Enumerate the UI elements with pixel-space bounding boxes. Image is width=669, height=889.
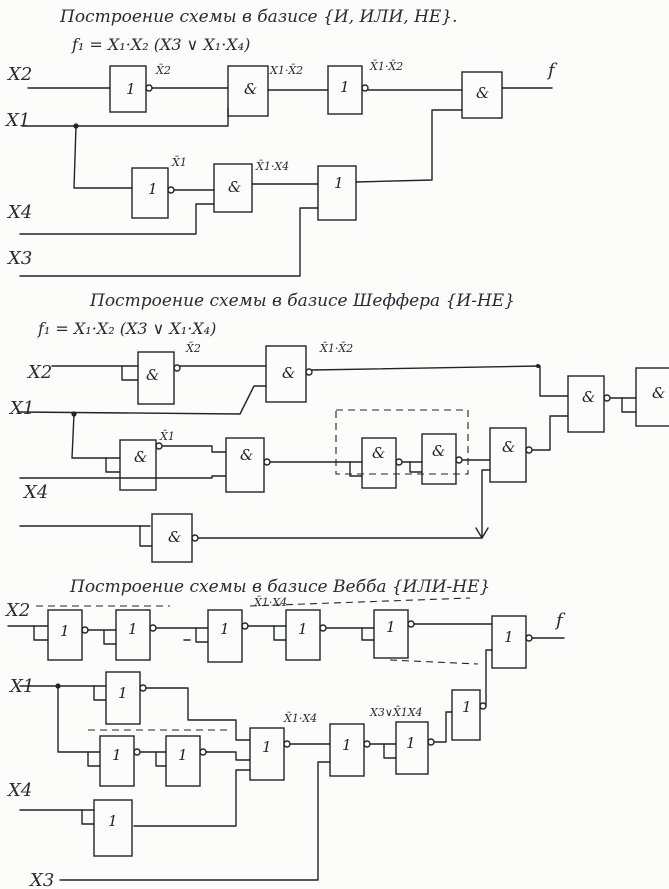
s1-label-not-x1: X̄1: [171, 156, 187, 169]
svg-text:&: &: [282, 364, 295, 382]
svg-text:&: &: [168, 528, 181, 546]
svg-text:1: 1: [128, 620, 138, 638]
s2-input-label-x2: X2: [26, 362, 52, 383]
s3-nor-5: 1: [373, 609, 415, 659]
s2-nand-x4: &: [151, 513, 199, 563]
s3-nor-7: 1: [165, 735, 207, 787]
svg-text:&: &: [146, 366, 159, 384]
s3-nor-2: 1: [115, 609, 157, 661]
svg-text:&: &: [502, 438, 515, 456]
s3-input-label-x3: X3: [28, 870, 54, 889]
svg-text:&: &: [228, 178, 241, 196]
svg-text:&: &: [372, 444, 385, 462]
s2-nand-3: &: [361, 437, 403, 489]
svg-text:&: &: [582, 388, 595, 406]
s2-nand-5: &: [489, 427, 533, 483]
svg-text:1: 1: [112, 746, 122, 764]
svg-text:1: 1: [334, 174, 344, 192]
s3-nor-x4: 1: [93, 799, 133, 857]
svg-text:1: 1: [462, 698, 472, 716]
s1-label-not-x2: X̄2: [155, 64, 171, 77]
svg-text:1: 1: [406, 734, 416, 752]
s1-wire-x1: [21, 107, 229, 127]
s3-label-x1-x4: X̄1·X4: [253, 596, 287, 609]
input-label-x4: X4: [6, 202, 32, 223]
section-3-heading: Построение схемы в базисе Вебба {ИЛИ-НЕ}: [69, 577, 490, 597]
section-1-heading: Построение схемы в базисе {И, ИЛИ, НЕ}.: [59, 7, 458, 27]
section-2-heading: Построение схемы в базисе Шеффера {И-НЕ}: [89, 291, 515, 311]
s1-and-gate-2: &: [213, 163, 253, 213]
svg-text:1: 1: [108, 812, 118, 830]
s3-nor-11: 1: [451, 689, 487, 741]
svg-text:&: &: [240, 446, 253, 464]
input-label-x3: X3: [6, 248, 32, 269]
s2-nand-1: &: [265, 345, 313, 403]
svg-text:&: &: [432, 442, 445, 460]
input-label-x2: X2: [6, 64, 32, 85]
s3-input-label-x4: X4: [6, 780, 32, 801]
s1-not-gate-x2: 1: [109, 65, 153, 113]
svg-text:1: 1: [126, 80, 136, 98]
s3-nor-8: 1: [249, 727, 291, 781]
s2-nand-final: &: [635, 367, 669, 427]
s1-wire-x3: [19, 207, 319, 277]
s1-output-f: f: [546, 60, 558, 81]
s3-output-f: f: [554, 610, 566, 631]
s3-nor-6: 1: [99, 735, 141, 787]
s3-nor-x1: 1: [105, 671, 147, 725]
s1-label-not-x1x2: X̄1·X̄2: [369, 60, 403, 73]
svg-text:1: 1: [342, 736, 352, 754]
s2-input-label-x1: X1: [8, 398, 34, 419]
svg-text:&: &: [244, 80, 257, 98]
s2-nand-x2: &: [137, 351, 181, 405]
svg-text:1: 1: [178, 746, 188, 764]
s1-not-gate-2: 1: [327, 65, 369, 115]
s3-nor-final: 1: [491, 615, 533, 669]
s2-dashed-group: [335, 409, 469, 475]
s1-or-gate: 1: [317, 165, 357, 221]
s3-nor-10: 1: [395, 721, 435, 775]
svg-text:1: 1: [262, 738, 272, 756]
s1-not-gate-x1: 1: [131, 167, 175, 219]
s2-input-label-x4: X4: [22, 482, 48, 503]
section-2-formula: f₁ = X₁·X₂ (X3 ∨ X₁·X₄): [37, 319, 216, 338]
s2-label-not-x1: X̄1: [159, 430, 175, 443]
s2-nand-6: &: [567, 375, 611, 433]
svg-text:1: 1: [118, 684, 128, 702]
svg-text:&: &: [652, 384, 665, 402]
s2-nand-4: &: [421, 433, 463, 485]
s3-label-not-x1-x4: X̄1·X4: [283, 712, 317, 725]
input-label-x1: X1: [4, 110, 30, 131]
s3-label-x3-or: X3∨X̄1X4: [369, 706, 423, 719]
s3-nor-3: 1: [207, 609, 249, 663]
svg-text:1: 1: [298, 620, 308, 638]
s2-label-not-x2: X̄2: [185, 342, 201, 355]
svg-text:&: &: [134, 448, 147, 466]
s1-and-gate-final: &: [461, 71, 503, 119]
s2-nand-x1: &: [119, 439, 163, 491]
s3-nor-9: 1: [329, 723, 371, 777]
svg-text:1: 1: [148, 180, 158, 198]
s2-label-not-x1x2: X̄1·X̄2: [319, 342, 353, 355]
s1-label-not-x1-x4: X̄1·X4: [255, 160, 289, 173]
svg-text:1: 1: [60, 622, 70, 640]
s1-label-x1-not-x2: X1·X̄2: [269, 64, 303, 77]
s3-nor-4: 1: [285, 609, 327, 661]
section-1-formula: f₁ = X₁·X₂ (X3 ∨ X₁·X₄): [71, 35, 250, 54]
svg-text:1: 1: [340, 78, 350, 96]
svg-text:1: 1: [504, 628, 514, 646]
s3-input-label-x2: X2: [4, 600, 30, 621]
s1-and-gate-1: &: [227, 65, 269, 117]
s1-wire-x4: [19, 203, 215, 235]
s2-nand-2: &: [225, 437, 271, 493]
s3-nor-1: 1: [47, 609, 89, 661]
svg-text:1: 1: [386, 618, 396, 636]
svg-text:&: &: [476, 84, 489, 102]
svg-text:1: 1: [220, 620, 230, 638]
